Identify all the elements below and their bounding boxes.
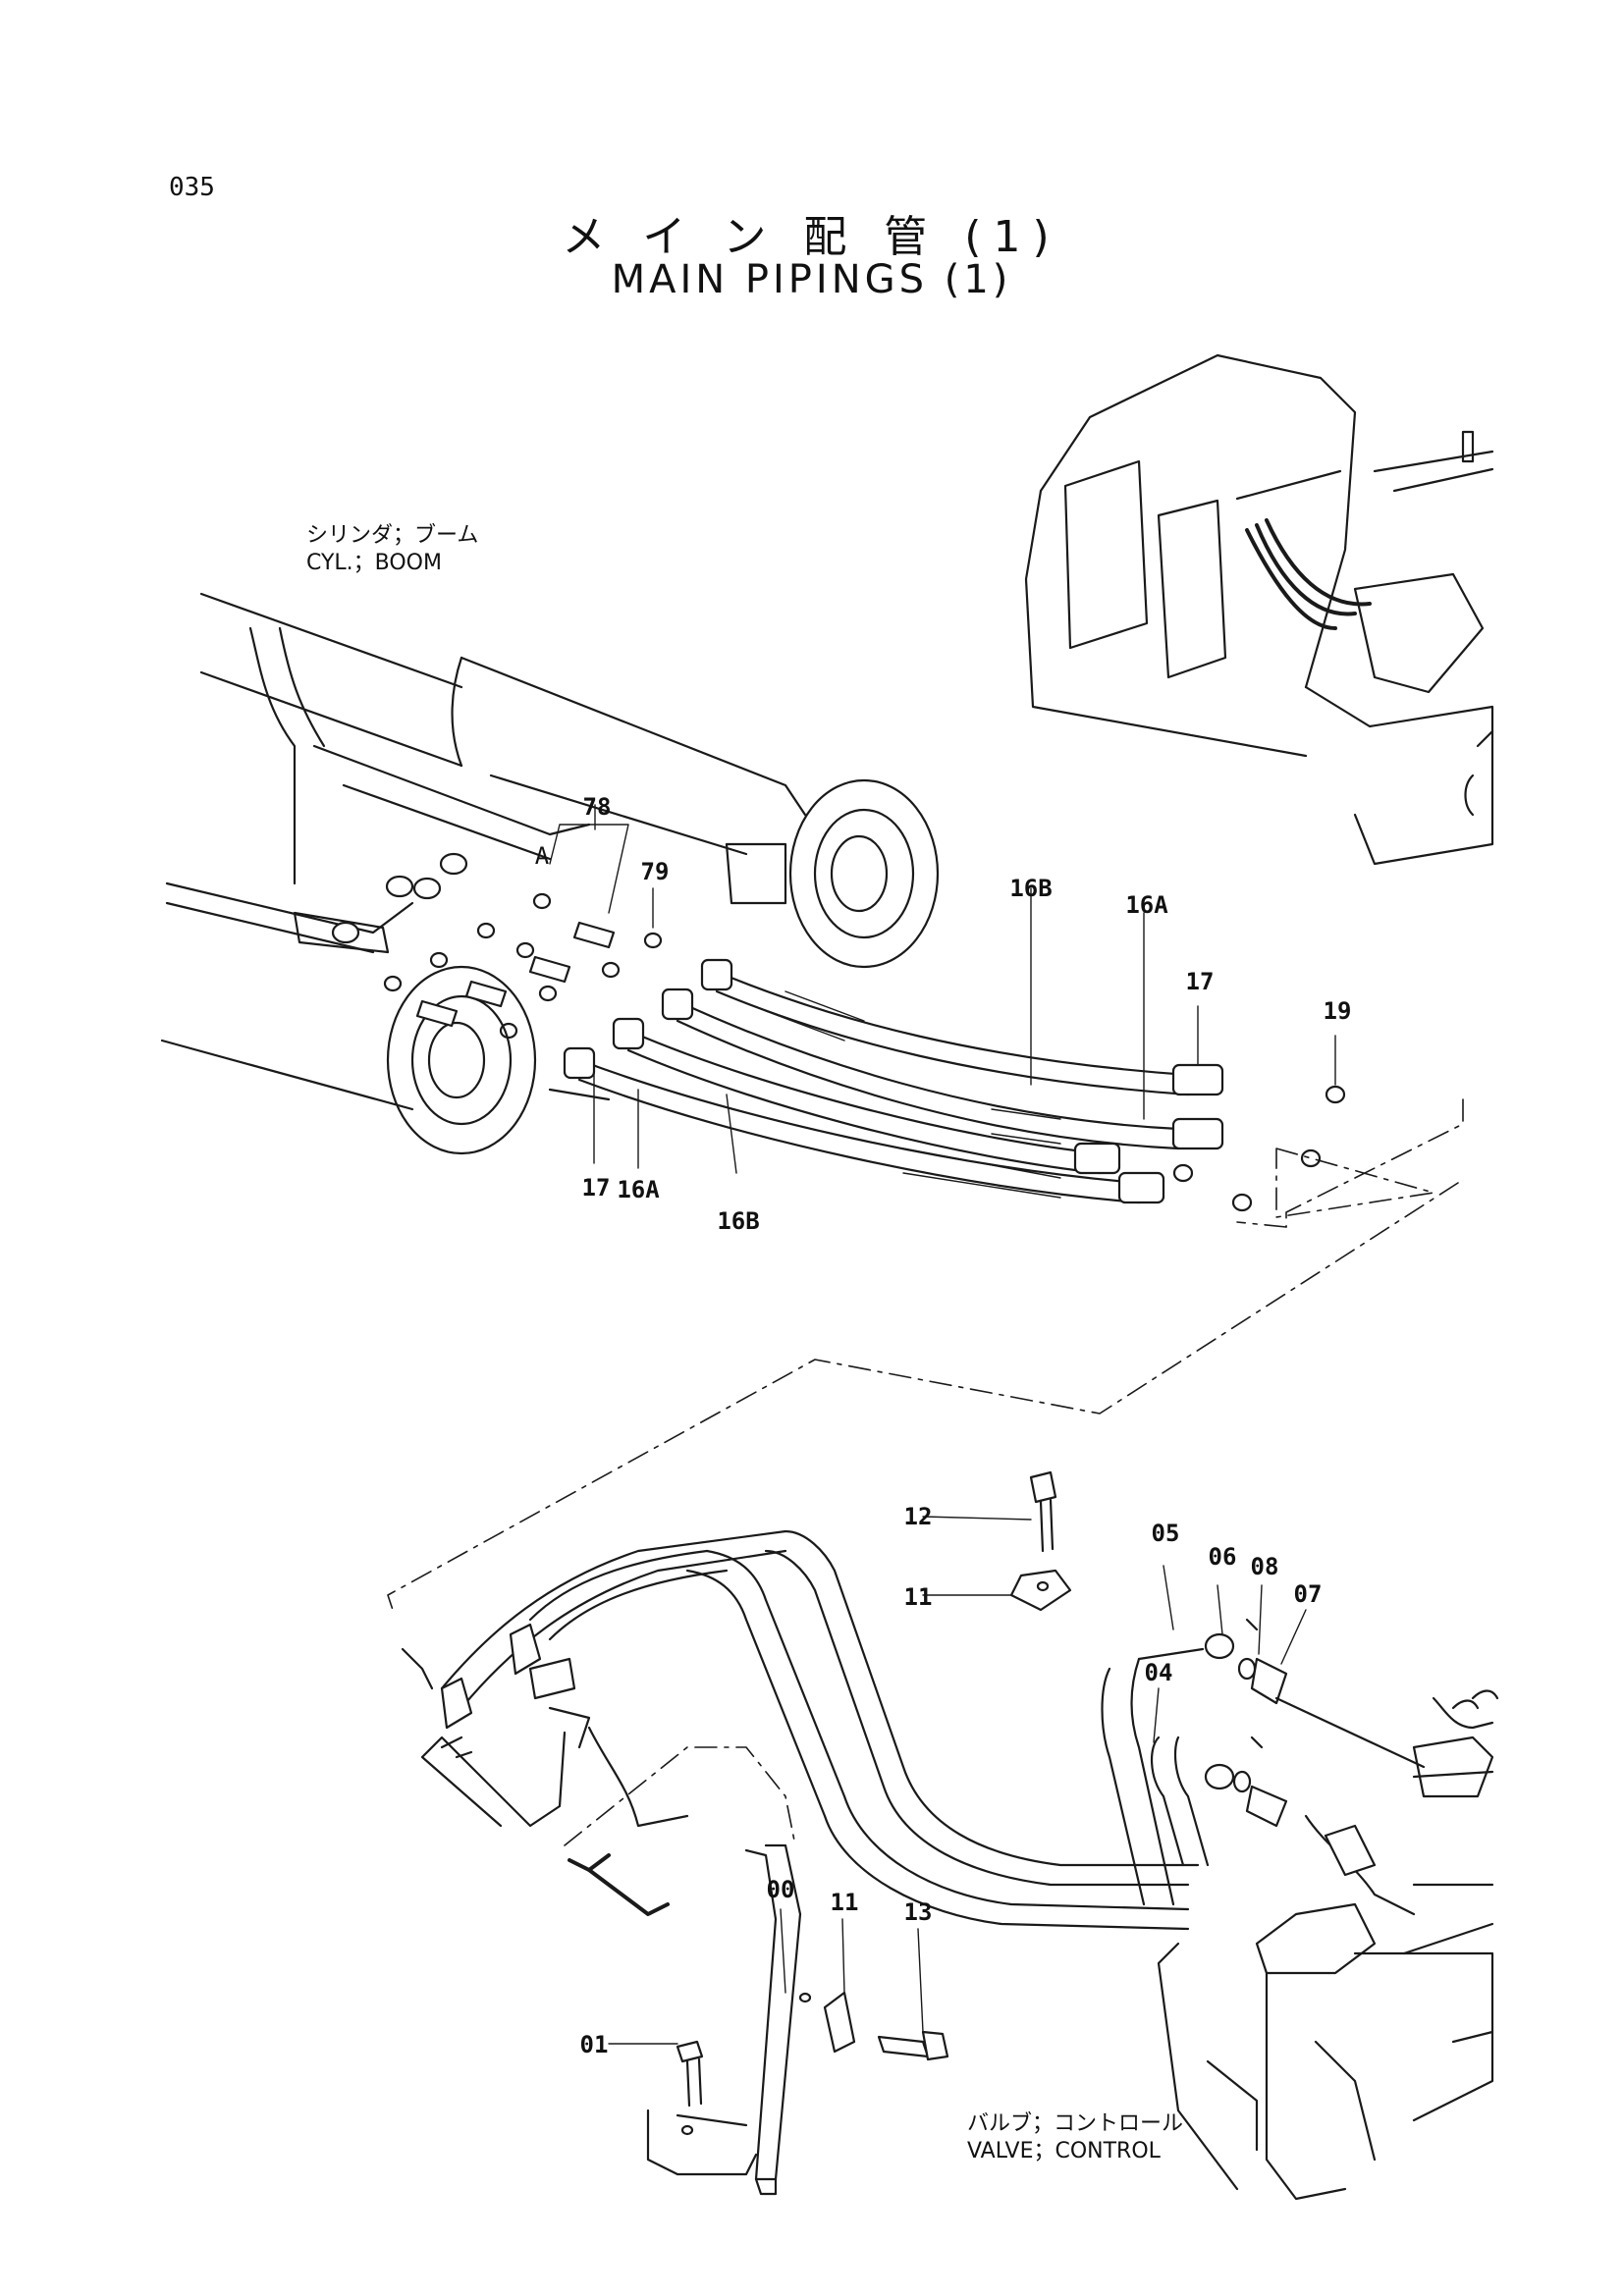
callout-06: 06 — [1208, 1543, 1237, 1571]
callout-00: 00 — [766, 1876, 795, 1903]
page-title-japanese: メ イ ン 配 管 (1) — [562, 212, 1061, 262]
callout-19: 19 — [1323, 997, 1352, 1025]
bracket-assembly — [564, 1746, 949, 2196]
control-valve-caption-jp: バルブ；コントロール — [967, 2111, 1184, 2136]
valve-piping — [401, 1529, 1499, 2201]
callout-17-top: 17 — [1185, 968, 1215, 995]
callout-17-bottom: 17 — [581, 1174, 611, 1201]
callout-13: 13 — [903, 1898, 933, 1926]
boom-cylinder-caption: シリンダ；ブーム CYL.；BOOM — [306, 522, 478, 577]
control-valve-caption: バルブ；コントロール VALVE；CONTROL — [967, 2110, 1183, 2165]
callout-08: 08 — [1250, 1553, 1279, 1580]
callout-79: 79 — [640, 858, 670, 885]
control-valve-caption-en: VALVE；CONTROL — [967, 2139, 1161, 2163]
break-outline — [387, 1098, 1464, 1611]
callout-01: 01 — [579, 2031, 609, 2058]
boom-cylinder-caption-jp: シリンダ；ブーム — [306, 523, 479, 548]
boom-cylinder-caption-en: CYL.；BOOM — [306, 551, 442, 575]
callout-11-bottom: 11 — [830, 1889, 859, 1916]
page-title-english: MAIN PIPINGS (1) — [611, 257, 1012, 302]
cylinder-fittings — [331, 852, 663, 1040]
callout-78: 78 — [582, 793, 612, 821]
callout-16A-top: 16A — [1125, 891, 1168, 919]
excavator-overview — [1024, 353, 1494, 866]
callout-12: 12 — [903, 1503, 933, 1530]
hoses — [563, 958, 1346, 1212]
leader-lines — [549, 804, 1336, 2045]
callout-11-top: 11 — [903, 1583, 933, 1611]
callout-07: 07 — [1293, 1580, 1323, 1608]
callout-05: 05 — [1151, 1520, 1180, 1547]
clamp-bolt-top — [1009, 1470, 1072, 1612]
callout-16B-top: 16B — [1009, 875, 1053, 902]
boom-cylinders — [160, 592, 940, 1155]
callout-16B-bottom: 16B — [717, 1207, 760, 1235]
callout-16A-bottom: 16A — [617, 1176, 660, 1203]
callout-04: 04 — [1144, 1659, 1173, 1686]
callout-A: A — [534, 842, 550, 870]
page-number: 035 — [169, 173, 215, 202]
